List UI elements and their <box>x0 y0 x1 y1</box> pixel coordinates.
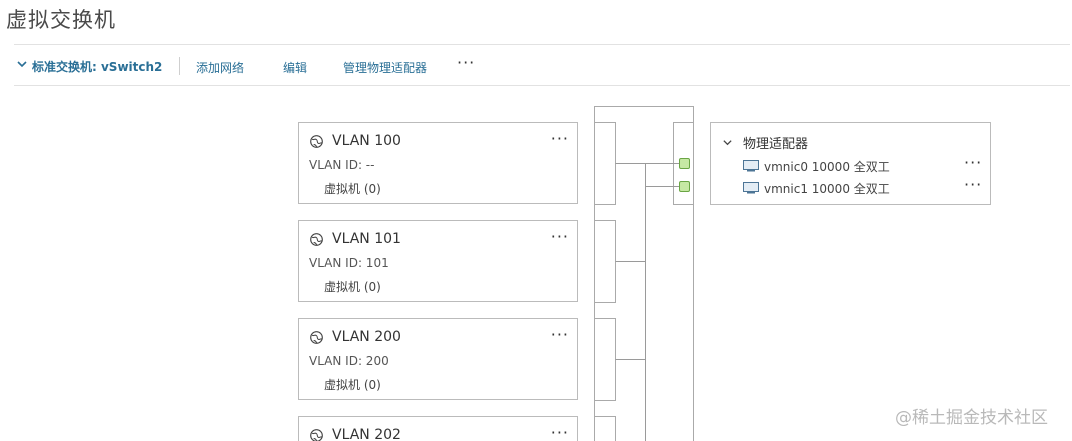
vm-count-text[interactable]: 虚拟机 (0) <box>324 280 381 294</box>
vm-count-text[interactable]: 虚拟机 (0) <box>324 378 381 392</box>
adapter-label: vmnic0 10000 全双工 <box>764 160 890 174</box>
port-group-more-button[interactable]: ··· <box>550 423 569 441</box>
edit-button[interactable]: 编辑 <box>283 61 308 75</box>
pg-port-tab <box>594 416 616 441</box>
adapter-more-button[interactable]: ··· <box>964 153 983 172</box>
network-globe-icon <box>310 331 323 344</box>
uplink-port-vmnic0[interactable] <box>679 158 690 169</box>
chevron-down-icon[interactable] <box>16 58 28 70</box>
vlan-id-text: VLAN ID: 200 <box>309 354 389 368</box>
network-adapter-icon <box>743 182 759 194</box>
port-group-name: VLAN 100 <box>332 133 401 149</box>
vlan-id-text: VLAN ID: -- <box>309 158 375 172</box>
port-group-card[interactable]: VLAN 101 VLAN ID: 101 虚拟机 (0) ··· <box>298 220 578 302</box>
watermark: @稀土掘金技术社区 <box>895 408 1048 428</box>
port-group-more-button[interactable]: ··· <box>550 129 569 148</box>
network-globe-icon <box>310 233 323 246</box>
standard-switch-label[interactable]: 标准交换机: vSwitch2 <box>32 60 163 74</box>
port-group-card[interactable]: VLAN 202 ··· <box>298 416 578 441</box>
network-globe-icon <box>310 135 323 148</box>
port-group-card[interactable]: VLAN 200 VLAN ID: 200 虚拟机 (0) ··· <box>298 318 578 400</box>
network-adapter-icon <box>743 160 759 172</box>
manage-physical-adapters-button[interactable]: 管理物理适配器 <box>343 61 428 75</box>
physical-adapter-row[interactable]: vmnic0 10000 全双工 ··· <box>743 153 983 175</box>
pg-port-tab <box>594 220 616 303</box>
port-group-more-button[interactable]: ··· <box>550 227 569 246</box>
port-group-name: VLAN 101 <box>332 231 401 247</box>
physical-adapters-title: 物理适配器 <box>743 137 809 152</box>
uplink-port-vmnic1[interactable] <box>679 181 690 192</box>
port-group-card[interactable]: VLAN 100 VLAN ID: -- 虚拟机 (0) ··· <box>298 122 578 204</box>
port-group-more-button[interactable]: ··· <box>550 325 569 344</box>
vlan-id-text: VLAN ID: 101 <box>309 256 389 270</box>
port-group-name: VLAN 200 <box>332 329 401 345</box>
adapter-more-button[interactable]: ··· <box>964 175 983 194</box>
more-actions-button[interactable]: ··· <box>457 53 476 72</box>
switch-toolbar: 标准交换机: vSwitch2 添加网络 编辑 管理物理适配器 ··· <box>14 44 1070 86</box>
vm-count-text[interactable]: 虚拟机 (0) <box>324 182 381 196</box>
page-title: 虚拟交换机 <box>6 8 116 32</box>
network-globe-icon <box>310 429 323 441</box>
pg-port-tab <box>594 318 616 401</box>
adapter-label: vmnic1 10000 全双工 <box>764 182 890 196</box>
add-network-button[interactable]: 添加网络 <box>196 61 245 75</box>
port-group-name: VLAN 202 <box>332 427 401 441</box>
physical-adapter-row[interactable]: vmnic1 10000 全双工 ··· <box>743 175 983 197</box>
chevron-down-icon[interactable] <box>722 137 733 148</box>
physical-adapters-card: 物理适配器 vmnic0 10000 全双工 ··· vmnic1 10000 … <box>710 122 991 205</box>
pg-port-tab <box>594 122 616 205</box>
toolbar-divider <box>179 57 180 75</box>
